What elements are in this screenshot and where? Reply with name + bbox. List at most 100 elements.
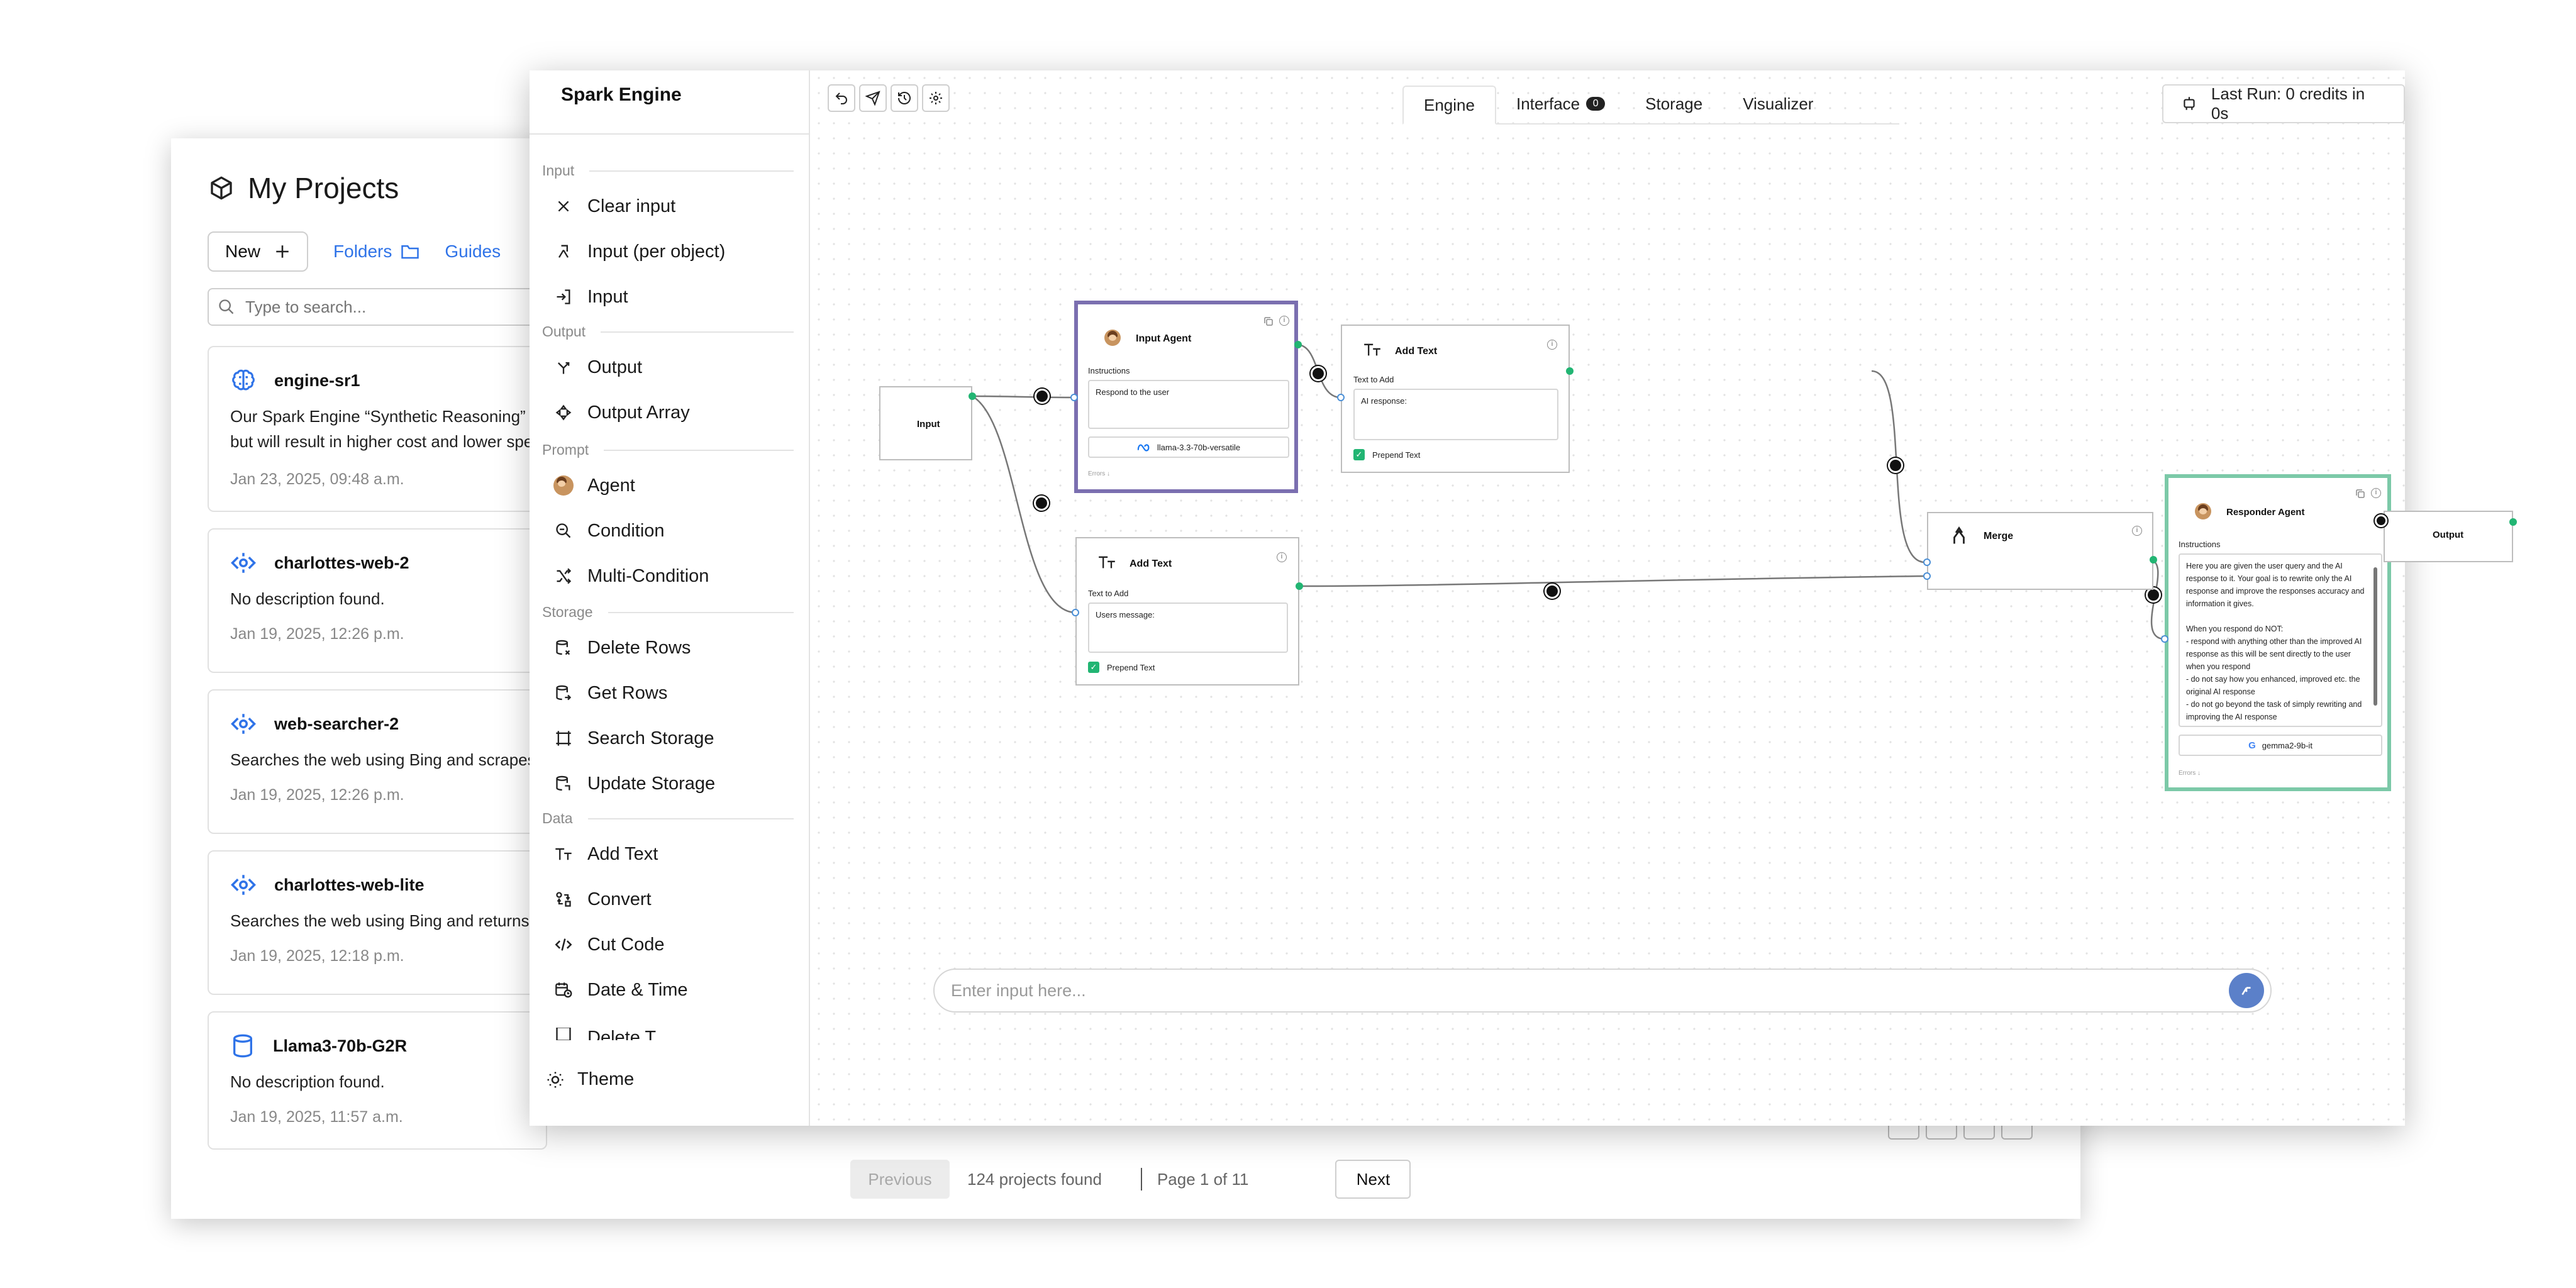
sidebar-item-add-text[interactable]: Add Text	[552, 843, 658, 865]
text-to-add-field[interactable]: AI response:	[1353, 389, 1558, 440]
input-port[interactable]	[1337, 394, 1345, 401]
node-merge[interactable]: Merge i	[1927, 512, 2153, 590]
edge-control-handle[interactable]	[1035, 389, 1050, 404]
sidebar-item-clear-input[interactable]: Clear input	[552, 195, 675, 218]
output-port[interactable]	[1296, 582, 1303, 590]
output-port[interactable]	[1566, 367, 1574, 375]
output-port[interactable]	[1294, 341, 1302, 348]
sidebar-item-input-per-object[interactable]: Input (per object)	[552, 240, 725, 263]
convert-icon	[556, 892, 571, 907]
sidebar-item-multi-condition[interactable]: Multi-Condition	[552, 565, 709, 587]
output-port[interactable]	[969, 392, 976, 400]
model-selector[interactable]: G gemma2-9b-it	[2179, 735, 2382, 756]
prepend-checkbox[interactable]: ✓Prepend Text	[1088, 662, 1155, 673]
input-port[interactable]	[1923, 572, 1931, 580]
trash-icon[interactable]	[2001, 1122, 2033, 1140]
sidebar-item-date-time[interactable]: Date & Time	[552, 979, 688, 1001]
search-input[interactable]	[244, 296, 508, 318]
input-port[interactable]	[1923, 558, 1931, 566]
copy-icon[interactable]	[1263, 316, 1274, 327]
copy-icon[interactable]	[1926, 1122, 1957, 1140]
info-icon[interactable]: i	[1279, 316, 1289, 326]
tab-storage[interactable]: Storage	[1625, 84, 1723, 123]
previous-button[interactable]: Previous	[850, 1160, 950, 1199]
edge-control-handle[interactable]	[2375, 514, 2387, 527]
sidebar-item-output[interactable]: Output	[552, 356, 642, 379]
node-input[interactable]: Input	[879, 386, 972, 460]
web-icon	[231, 875, 256, 895]
project-description: Searches the web using Bing and returns …	[230, 911, 547, 930]
errors-toggle[interactable]: Errors ↓	[2179, 770, 2201, 777]
text-to-add-field[interactable]: Users message:	[1088, 602, 1288, 653]
sidebar-item-output-array[interactable]: Output Array	[552, 401, 690, 424]
instructions-field[interactable]: Respond to the user	[1088, 380, 1289, 429]
next-button[interactable]: Next	[1335, 1160, 1411, 1199]
sidebar-item-search-storage[interactable]: Search Storage	[552, 727, 714, 750]
project-search[interactable]	[208, 288, 547, 326]
sidebar-item-cut-code[interactable]: Cut Code	[552, 933, 665, 956]
sidebar-item-convert[interactable]: Convert	[552, 888, 652, 911]
sidebar-item-update-storage[interactable]: Update Storage	[552, 772, 715, 795]
prepend-checkbox[interactable]: ✓Prepend Text	[1353, 449, 1420, 460]
node-add-text-1[interactable]: Add Text i Text to Add AI response: ✓Pre…	[1341, 325, 1570, 473]
undo-button[interactable]	[828, 84, 855, 112]
send-button[interactable]	[2229, 973, 2264, 1008]
edge-control-handle[interactable]	[2146, 587, 2161, 602]
last-run-status[interactable]: Last Run: 0 credits in 0s	[2162, 84, 2405, 123]
text-to-add-label: Text to Add	[1088, 589, 1129, 598]
input-port[interactable]	[1072, 609, 1079, 616]
edge-control-handle[interactable]	[1034, 496, 1049, 511]
sidebar-item-agent[interactable]: Agent	[552, 474, 635, 497]
info-icon[interactable]: i	[2371, 488, 2381, 498]
info-icon[interactable]: i	[2132, 526, 2142, 536]
deploy-button[interactable]	[859, 84, 887, 112]
settings-button[interactable]	[922, 84, 950, 112]
history-icon	[898, 92, 911, 104]
new-project-button[interactable]: New	[208, 231, 309, 272]
instructions-field[interactable]: Here you are given the user query and th…	[2179, 553, 2382, 727]
edge-control-handle[interactable]	[1888, 458, 1903, 473]
model-selector[interactable]: llama-3.3-70b-versatile	[1088, 436, 1289, 458]
scrollbar[interactable]	[2373, 567, 2377, 706]
project-card[interactable]: charlottes-web-2 No description found. J…	[208, 528, 547, 673]
sidebar-item-delete-rows[interactable]: Delete Rows	[552, 636, 691, 659]
edge-control-handle[interactable]	[1311, 366, 1326, 381]
chat-input-bar	[933, 969, 2272, 1013]
input-port[interactable]	[1070, 394, 1078, 401]
edge-control-handle[interactable]	[1545, 584, 1560, 599]
node-input-agent[interactable]: Input Agent i Instructions Respond to th…	[1074, 301, 1298, 493]
edit-icon[interactable]	[1963, 1122, 1995, 1140]
node-responder-agent[interactable]: Responder Agent i Instructions Here you …	[2165, 474, 2391, 791]
folders-button[interactable]: Folders	[333, 242, 419, 262]
item-label: Input (per object)	[587, 241, 726, 262]
sidebar-item-input[interactable]: Input	[552, 286, 628, 308]
info-icon[interactable]: i	[1547, 340, 1557, 350]
sidebar-item-get-rows[interactable]: Get Rows	[552, 682, 667, 704]
tab-engine[interactable]: Engine	[1402, 86, 1496, 125]
export-icon[interactable]	[1888, 1122, 1919, 1140]
info-icon[interactable]: i	[1277, 552, 1287, 562]
project-card[interactable]: Llama3-70b-G2R No description found. Jan…	[208, 1011, 547, 1150]
theme-toggle[interactable]: Theme	[546, 1069, 634, 1090]
tab-visualizer[interactable]: Visualizer	[1723, 84, 1833, 123]
agent-avatar-icon	[1104, 330, 1121, 346]
sidebar-item-partial[interactable]: Delete T...	[552, 1028, 669, 1040]
errors-toggle[interactable]: Errors ↓	[1088, 470, 1111, 477]
project-card[interactable]: engine-sr1 Our Spark Engine “Synthetic R…	[208, 346, 547, 512]
project-card[interactable]: charlottes-web-lite Searches the web usi…	[208, 850, 547, 995]
send-icon	[865, 91, 880, 106]
copy-icon[interactable]	[2355, 488, 2366, 499]
output-port[interactable]	[2509, 518, 2517, 526]
node-output[interactable]: Output	[2384, 511, 2513, 562]
input-port[interactable]	[2161, 635, 2168, 643]
text-size-icon	[1364, 343, 1380, 356]
sidebar-item-condition[interactable]: Condition	[552, 519, 665, 542]
node-add-text-2[interactable]: Add Text i Text to Add Users message: ✓P…	[1075, 537, 1299, 686]
chat-input[interactable]	[950, 980, 2229, 1001]
output-port[interactable]	[2150, 556, 2157, 564]
history-button[interactable]	[891, 84, 918, 112]
project-card[interactable]: web-searcher-2 Searches the web using Bi…	[208, 689, 547, 834]
guides-button[interactable]: Guides	[445, 242, 501, 262]
